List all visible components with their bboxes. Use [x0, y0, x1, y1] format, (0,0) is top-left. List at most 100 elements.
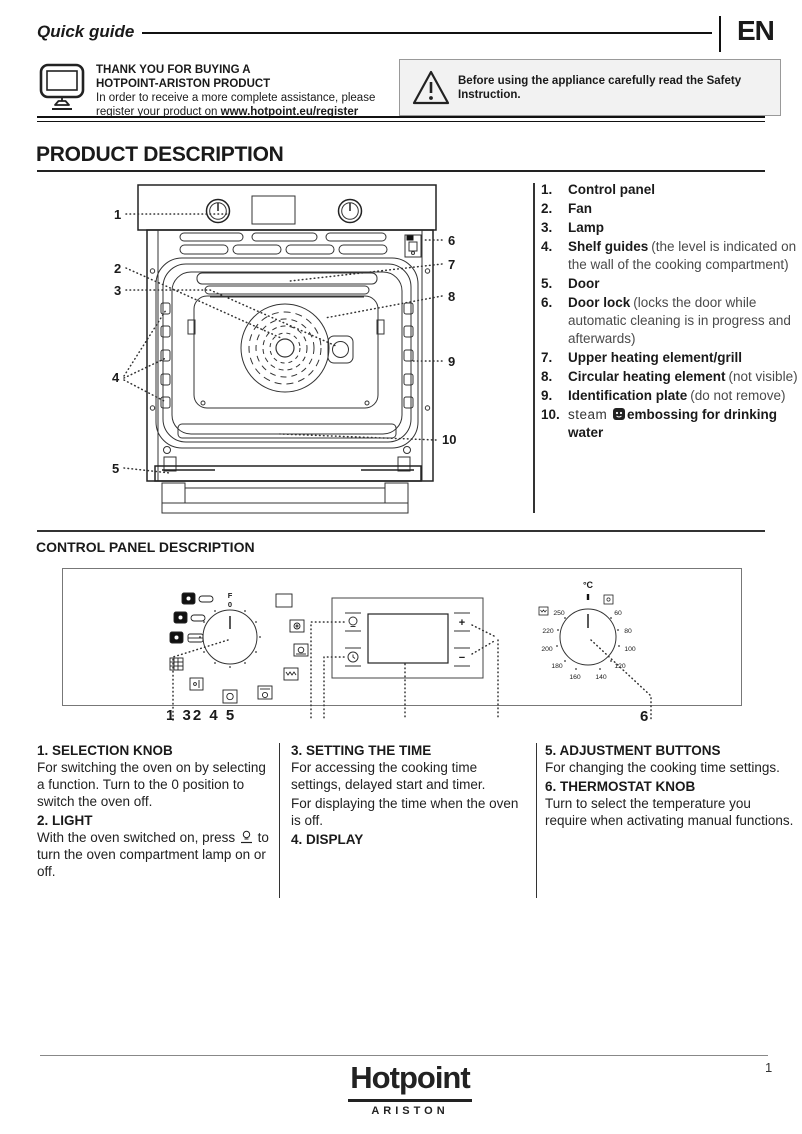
fan-bake-function-icon — [293, 643, 309, 657]
page-number: 1 — [765, 1060, 773, 1075]
thermostat-unit: °C — [583, 580, 594, 590]
item-desc: (locks the door while automatic cleaning… — [568, 295, 791, 346]
thermostat-knob-figure[interactable] — [559, 608, 617, 666]
bulb-icon — [348, 616, 358, 627]
forced-air-function-icon — [289, 619, 305, 633]
control-panel-figure: F 0 — [62, 568, 742, 737]
plinth-figure — [161, 482, 409, 514]
header-rule — [142, 32, 712, 34]
pizza-function-icon — [222, 689, 238, 704]
item-num: 1. — [541, 182, 553, 197]
list-item: 1. Control panel — [541, 181, 799, 199]
list-item: 7.Upper heating element/grill — [541, 349, 799, 367]
list-item: 4.Shelf guides(the level is indicated on… — [541, 238, 799, 274]
item-num: 8. — [541, 369, 553, 384]
selection-knob-figure[interactable] — [202, 609, 258, 665]
item-num: 6. — [541, 295, 553, 310]
register-text-block: THANK YOU FOR BUYING A HOTPOINT-ARISTON … — [96, 63, 396, 119]
control-panel-rule — [37, 530, 765, 532]
item-name: Door lock — [568, 295, 631, 310]
title-underline — [37, 170, 765, 172]
doc-title: Quick guide — [37, 22, 135, 41]
item-name: Circular heating element — [568, 369, 726, 384]
legend-h-setting-time: 3. SETTING THE TIME — [291, 743, 432, 758]
item-name: Lamp — [568, 220, 605, 235]
item-num: 9. — [541, 388, 553, 403]
plus-button[interactable]: + — [454, 612, 470, 632]
register-body-2: register your product on www.hotpoint.eu… — [96, 105, 396, 119]
item-name: Door — [568, 276, 600, 291]
brand-underline — [348, 1099, 472, 1102]
light-button[interactable] — [345, 612, 361, 632]
item-name: embossing for drinking water — [568, 407, 778, 440]
vent-slots — [179, 232, 388, 255]
parts-list: 1.Control panel 2.Fan 3.Lamp 4.Shelf gui… — [541, 181, 799, 443]
legend-col-2: 3. SETTING THE TIME For accessing the co… — [291, 742, 523, 848]
steam-logo-text: steam — [568, 407, 608, 422]
item-num: 2. — [541, 201, 553, 216]
steam-function-icon — [181, 592, 214, 605]
panel-label-group: 1 32 4 5 — [166, 707, 237, 724]
item-num: 3. — [541, 220, 553, 235]
item-name: Control panel — [568, 182, 655, 197]
list-item: 9.Identification plate(do not remove) — [541, 387, 799, 405]
item-num: 4. — [541, 239, 553, 254]
legend-h-display: 4. DISPLAY — [291, 832, 364, 847]
legend-h-selection-knob: 1. SELECTION KNOB — [37, 743, 173, 758]
list-item: 3. Lamp — [541, 219, 799, 237]
item-num: 5. — [541, 276, 553, 291]
legend-divider-2 — [536, 743, 537, 898]
register-url-link[interactable]: www.hotpoint.eu/register — [220, 106, 359, 118]
steam-function-icon — [169, 631, 204, 644]
brand-name: Hotpoint — [350, 1060, 470, 1095]
language-code: EN — [737, 15, 775, 46]
minus-button[interactable]: − — [454, 647, 470, 667]
list-item-steam: 10. steam embossing for drinking water — [541, 406, 799, 442]
callout-7: 7 — [448, 257, 455, 272]
knob-ticks — [199, 610, 261, 668]
fan-figure — [240, 303, 330, 393]
steam-embossing-figure — [177, 423, 397, 439]
legend-p-light-pre: With the oven switched on, press — [37, 830, 236, 845]
temp-100: 100 — [624, 646, 636, 653]
item-desc: (not visible) — [728, 369, 798, 384]
time-button[interactable] — [345, 647, 361, 667]
knob-off-f: F — [228, 591, 233, 600]
panel-label-thermostat: 6 — [640, 708, 649, 725]
temp-250: 250 — [553, 610, 565, 617]
legend-p-selection-knob: For switching the oven on by selecting a… — [37, 760, 266, 809]
item-num: 10. — [541, 407, 560, 422]
back-panel-figure — [187, 295, 385, 409]
conventional-function-icon — [275, 593, 293, 608]
item-desc: (do not remove) — [690, 388, 786, 403]
upper-heating-element-figure — [196, 272, 378, 298]
legend-p-light-post: to turn the oven compartment lamp on or … — [37, 830, 269, 879]
lamp-figure — [327, 335, 354, 364]
door-lock-figure — [404, 234, 422, 258]
thermostat-ticks — [556, 617, 620, 670]
temp-80: 80 — [624, 628, 632, 635]
temp-200: 200 — [541, 646, 553, 653]
steam-logo-icon — [613, 408, 626, 420]
list-item: 5. Door — [541, 275, 799, 293]
register-title-2: HOTPOINT-ARISTON PRODUCT — [96, 78, 271, 90]
oven-left-knob — [205, 198, 231, 224]
clock-icon — [347, 651, 359, 663]
temp-140: 140 — [595, 674, 607, 681]
legend-col-1: 1. SELECTION KNOB For switching the oven… — [37, 742, 272, 882]
temp-220: 220 — [542, 628, 554, 635]
knob-off-zero: 0 — [228, 600, 232, 609]
grill-function-icon — [283, 667, 299, 681]
legend-p-setting-time-1: For accessing the cooking time settings,… — [291, 760, 486, 792]
item-name: Upper heating element/grill — [568, 350, 743, 365]
monitor-icon — [38, 62, 88, 117]
item-name: Shelf guides — [568, 239, 649, 254]
defrost-function-icon — [169, 657, 184, 671]
callout-5: 5 — [112, 461, 119, 476]
callout-8: 8 — [448, 289, 455, 304]
legend-p-light: With the oven switched on, press to turn… — [37, 829, 272, 880]
thermostat-grill-icon — [538, 606, 549, 616]
temp-120: 120 — [614, 663, 626, 670]
legend-col-3: 5. ADJUSTMENT BUTTONS For changing the c… — [545, 742, 795, 831]
section-divider — [37, 116, 765, 122]
